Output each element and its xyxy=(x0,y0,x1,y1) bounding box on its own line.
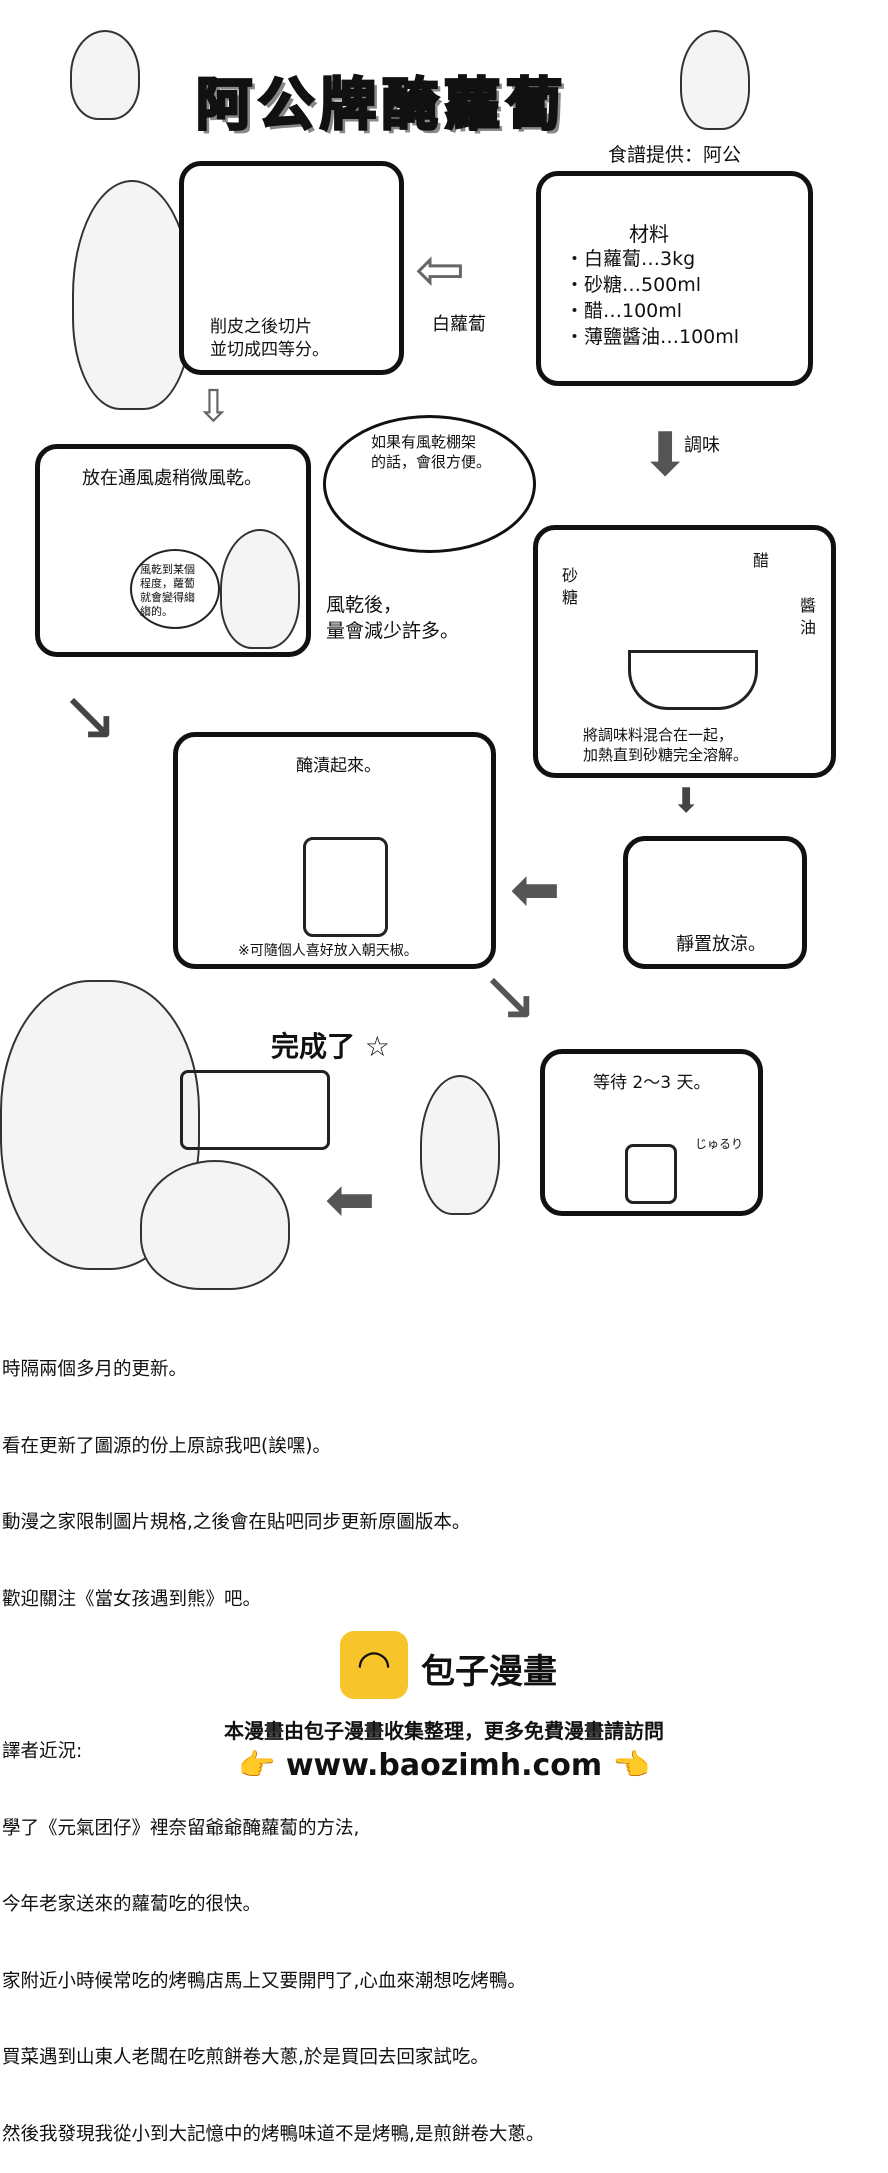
note-line: 學了《元氣团仔》裡奈留爺爺醃蘿蔔的方法, xyxy=(2,1817,360,1839)
arrow-left-icon: ⬅ xyxy=(325,1165,376,1235)
pointing-left-hand-icon: 👈 xyxy=(612,1748,650,1783)
pickle-text: 醃漬起來。 xyxy=(296,756,381,776)
dry-text: 放在通風處稍微風乾。 xyxy=(82,468,262,489)
note-line: 歡迎關注《當女孩遇到熊》吧。 xyxy=(2,1588,262,1610)
site-url-link[interactable]: www.baozimh.com xyxy=(285,1748,603,1783)
note-line: 然後我發現我從小到大記憶中的烤鴨味道不是烤鴨,是煎餅卷大蔥。 xyxy=(2,2123,545,2145)
arrow-down-icon: ⇩ xyxy=(195,381,232,432)
child-character-left xyxy=(70,30,140,120)
note-line: 買菜遇到山東人老闆在吃煎餅卷大蔥,於是買回去回家試吃。 xyxy=(2,2047,489,2068)
arrow-down-right-icon: ↘ xyxy=(480,954,539,1036)
ingredient-item: ・薄鹽醬油…100ml xyxy=(565,326,740,348)
note-line: 看在更新了圖源的份上原諒我吧(誒嘿)。 xyxy=(2,1435,331,1457)
baozi-logo-icon: ◠ xyxy=(340,1631,408,1699)
note-line: 時隔兩個多月的更新。 xyxy=(2,1359,188,1380)
arrow-down-icon: ⬇ xyxy=(672,781,701,821)
note-line: 動漫之家限制圖片規格,之後會在貼吧同步更新原圖版本。 xyxy=(2,1512,471,1533)
child-character xyxy=(140,1160,290,1290)
grandpa-character xyxy=(220,529,300,649)
peel-text-2: 並切成四等分。 xyxy=(210,340,329,360)
panel-peel: 削皮之後切片 並切成四等分。 xyxy=(179,161,404,375)
bubble-line: 程度，蘿蔔 xyxy=(140,577,195,590)
footer-url-row[interactable]: 👉 www.baozimh.com 👈 xyxy=(0,1748,888,1783)
text-line: 量會減少許多。 xyxy=(326,620,460,642)
ingredient-item: ・砂糖…500ml xyxy=(565,274,702,296)
ingredients-list: ・白蘿蔔…3kg ・砂糖…500ml ・醋…100ml ・薄鹽醬油…100ml xyxy=(565,246,739,350)
note-line: 今年老家送來的蘿蔔吃的很快。 xyxy=(2,1894,262,1915)
sfx-text: じゅるり xyxy=(695,1137,744,1151)
radish-label: 白蘿蔔 xyxy=(432,314,486,335)
panel-cool: 靜置放涼。 xyxy=(623,836,807,969)
panel-dry: 放在通風處稍微風乾。 風乾到某個 程度，蘿蔔 就會變得縐 縐的。 xyxy=(35,444,311,657)
comic-title: 阿公牌醃蘿蔔 xyxy=(195,72,568,140)
bubble-line: 就會變得縐 xyxy=(140,591,195,604)
ingredients-heading: 材料 xyxy=(629,222,669,246)
wait-text: 等待 2〜3 天。 xyxy=(593,1073,711,1093)
bubble-line: 風乾到某個 xyxy=(140,563,195,576)
soy-label: 醬油 xyxy=(800,596,817,637)
done-text: 完成了 ☆ xyxy=(271,1030,390,1063)
ingredient-item: ・白蘿蔔…3kg xyxy=(565,248,696,270)
jar-icon xyxy=(625,1144,677,1204)
bubble-line: 縐的。 xyxy=(140,605,173,618)
arrow-curve-icon: ↘ xyxy=(60,674,119,756)
note-line: 譯者近況: xyxy=(2,1741,83,1762)
child-character-right xyxy=(680,30,750,130)
cool-text: 靜置放涼。 xyxy=(676,934,766,955)
running-child-character xyxy=(420,1075,500,1215)
panel-ingredients: 材料 ・白蘿蔔…3kg ・砂糖…500ml ・醋…100ml ・薄鹽醬油…100… xyxy=(536,171,813,386)
pointing-right-hand-icon: 👉 xyxy=(238,1748,276,1783)
jar-icon xyxy=(303,837,388,937)
panel-wait: 等待 2〜3 天。 じゅるり xyxy=(540,1049,763,1216)
cook-text-2: 加熱直到砂糖完全溶解。 xyxy=(583,746,749,764)
arrow-left-icon: ⇦ xyxy=(415,235,466,305)
note-line: 家附近小時候常吃的烤鴨店馬上又要開門了,心血來潮想吃烤鴨。 xyxy=(2,1970,526,1992)
panel-pickle: 醃漬起來。 ※可隨個人喜好放入朝天椒。 xyxy=(173,732,496,969)
arrow-down-icon: ⬇ xyxy=(640,420,691,490)
pot-icon xyxy=(628,650,758,710)
rack-speech-bubble: 如果有風乾棚架 的話，會很方便。 xyxy=(323,415,536,553)
sugar-label: 砂糖 xyxy=(562,566,579,607)
vinegar-label: 醋 xyxy=(753,551,770,570)
pickle-note: ※可隨個人喜好放入朝天椒。 xyxy=(238,943,418,959)
footer-text: 本漫畫由包子漫畫收集整理，更多免費漫畫請訪問 xyxy=(224,1719,664,1743)
text-line: 風乾後， xyxy=(326,594,403,616)
brand-name: 包子漫畫 xyxy=(421,1652,557,1692)
pickle-tray-icon xyxy=(180,1070,330,1150)
panel-cook: 砂糖 醋 醬油 將調味料混合在一起， 加熱直到砂糖完全溶解。 xyxy=(533,525,836,778)
bubble-line: 如果有風乾棚架 xyxy=(371,433,477,451)
cook-text-1: 將調味料混合在一起， xyxy=(583,726,734,744)
arrow-left-icon: ⬅ xyxy=(510,855,561,925)
grandpa-character xyxy=(72,180,192,410)
dry-after-text: 風乾後， 量會減少許多。 xyxy=(326,592,459,644)
dry-speech-bubble: 風乾到某個 程度，蘿蔔 就會變得縐 縐的。 xyxy=(130,549,220,629)
bubble-line: 的話，會很方便。 xyxy=(371,453,492,471)
peel-text-1: 削皮之後切片 xyxy=(210,317,312,337)
season-label: 調味 xyxy=(684,435,720,456)
ingredient-item: ・醋…100ml xyxy=(565,300,683,322)
recipe-credit: 食譜提供：阿公 xyxy=(608,144,742,166)
